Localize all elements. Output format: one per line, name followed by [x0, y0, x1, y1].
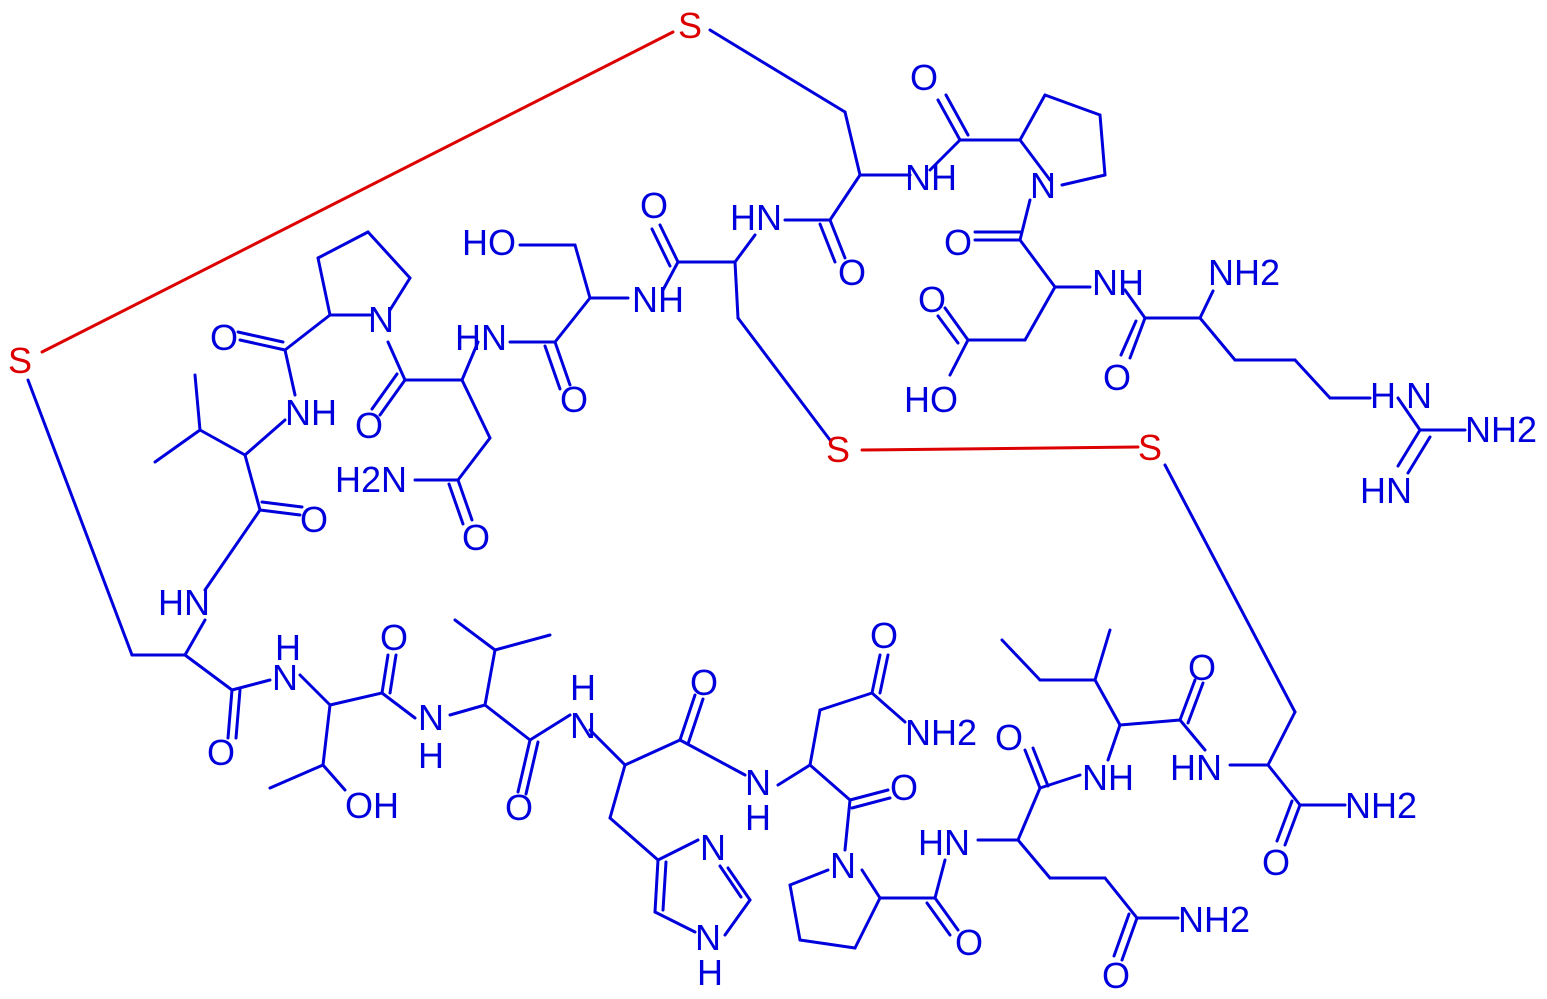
atom-label: H [570, 667, 596, 708]
atom-label: NH2 [1465, 409, 1537, 450]
atom-label: HO [462, 222, 516, 263]
atom-label: O [1188, 647, 1216, 688]
atom-label: HN [730, 197, 782, 238]
atom-label: H [418, 735, 444, 776]
atom-label: O [870, 615, 898, 656]
atom-label: NH2 [1178, 899, 1250, 940]
atom-label: O [380, 617, 408, 658]
atom-label: NH [285, 392, 337, 433]
atom-label: N [745, 762, 771, 803]
atom-label: O [207, 732, 235, 773]
atom-label: H [697, 952, 723, 993]
atom-label: O [560, 379, 588, 420]
atom-label: O [918, 279, 946, 320]
atom-label: NH2 [1208, 252, 1280, 293]
atom-label: H [275, 627, 301, 668]
atom-label: O [1102, 955, 1130, 996]
atom-label: NH2 [905, 712, 977, 753]
sulfur-atom: S [1138, 427, 1162, 468]
atom-label: HN [1360, 470, 1412, 511]
atom-label: H [745, 797, 771, 838]
atom-label: N [272, 657, 298, 698]
atom-label: O [995, 717, 1023, 758]
atom-label: HN [1170, 747, 1222, 788]
atom-label: O [690, 662, 718, 703]
atom-label: N [1030, 165, 1056, 206]
atom-label: O [505, 787, 533, 828]
atom-label: HN [158, 582, 210, 623]
atom-label: O [640, 185, 668, 226]
atom-label: O [355, 405, 383, 446]
atom-label: NH [632, 279, 684, 320]
atom-label: HO [904, 379, 958, 420]
disulfide-bonds [40, 30, 1140, 452]
atom-label: O [838, 252, 866, 293]
atom-label: NH [1092, 262, 1144, 303]
atom-label: O [890, 767, 918, 808]
covalent-bonds [26, 28, 1467, 962]
atom-label: O [462, 517, 490, 558]
atom-label: O [300, 499, 328, 540]
atom-label: N [700, 827, 726, 868]
sulfur-atom: S [826, 429, 850, 470]
sulfur-atom: S [8, 340, 32, 381]
atom-label: NH [905, 157, 957, 198]
atom-label: O [910, 57, 938, 98]
atom-label: OH [345, 785, 399, 826]
atom-label: O [955, 922, 983, 963]
atom-label: H N [1370, 375, 1432, 416]
atom-label: O [210, 317, 238, 358]
atom-label: NH2 [1345, 785, 1417, 826]
atom-label: N [368, 299, 394, 340]
atom-label: NH [1082, 757, 1134, 798]
atom-label: HN [455, 317, 507, 358]
atom-label: O [1262, 842, 1290, 883]
atom-label: O [1103, 357, 1131, 398]
atom-label: H2N [335, 459, 407, 500]
atom-label: N [418, 697, 444, 738]
atom-label: HN [918, 822, 970, 863]
atom-label: N [695, 917, 721, 958]
atom-label: N [570, 705, 596, 746]
atom-label: N [830, 845, 856, 886]
atom-label: O [944, 222, 972, 263]
sulfur-atom: S [678, 5, 702, 46]
